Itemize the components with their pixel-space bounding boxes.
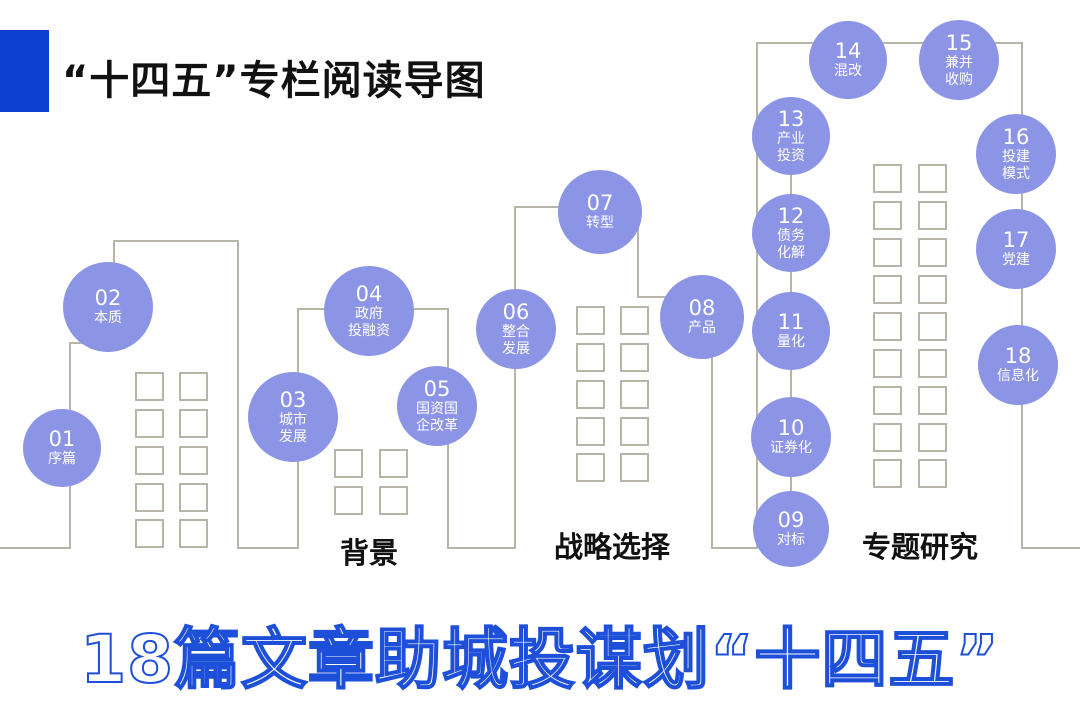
- node-label: 量化: [777, 334, 805, 350]
- node-number: 07: [586, 191, 614, 215]
- node-number: 09: [777, 508, 805, 532]
- section-label-background: 背景: [340, 536, 399, 570]
- node-number: 03: [279, 387, 307, 412]
- node-label: 序篇: [48, 451, 76, 467]
- node-number: 05: [423, 376, 451, 401]
- node-label: 对标: [777, 532, 805, 548]
- building-2-windows: [334, 449, 408, 515]
- node-label: 产品: [688, 320, 716, 336]
- node-label: 信息化: [997, 368, 1039, 384]
- node-number: 01: [48, 427, 76, 451]
- title-accent-bar: [0, 30, 49, 112]
- node-label: 混改: [834, 63, 862, 79]
- node-number: 13: [777, 106, 805, 131]
- node-label: 投建 模式: [1002, 148, 1030, 182]
- building-4-windows: [873, 164, 947, 488]
- node-label: 本质: [94, 310, 122, 326]
- node-label: 兼并 收购: [945, 54, 973, 88]
- node-number: 11: [777, 310, 805, 334]
- node-number: 14: [834, 39, 862, 63]
- node-number: 12: [777, 203, 805, 228]
- node-number: 02: [94, 286, 122, 310]
- node-number: 16: [1002, 124, 1030, 149]
- node-number: 04: [355, 281, 383, 306]
- node-number: 10: [777, 416, 805, 440]
- node-label: 证券化: [770, 440, 812, 456]
- node-label: 债务 化解: [777, 227, 805, 261]
- banner-slogan: 18篇文章助城投谋划“十四五”: [79, 620, 1000, 699]
- page-title: “十四五”专栏阅读导图: [62, 58, 486, 104]
- node-number: 18: [1004, 344, 1032, 368]
- building-3-windows: [576, 306, 649, 482]
- node-label: 转型: [586, 215, 614, 231]
- section-label-strategy: 战略选择: [554, 530, 671, 564]
- node-label: 整合 发展: [502, 323, 530, 357]
- node-number: 15: [945, 30, 973, 55]
- node-number: 06: [502, 299, 530, 324]
- section-label-research: 专题研究: [862, 530, 979, 564]
- node-label: 产业 投资: [777, 130, 805, 164]
- node-label: 国资国 企改革: [416, 400, 458, 434]
- node-number: 17: [1002, 228, 1030, 252]
- node-label: 政府 投融资: [348, 305, 390, 339]
- node-number: 08: [688, 296, 716, 320]
- node-label: 党建: [1002, 252, 1030, 268]
- node-label: 城市 发展: [279, 411, 307, 445]
- building-1-windows: [135, 372, 208, 548]
